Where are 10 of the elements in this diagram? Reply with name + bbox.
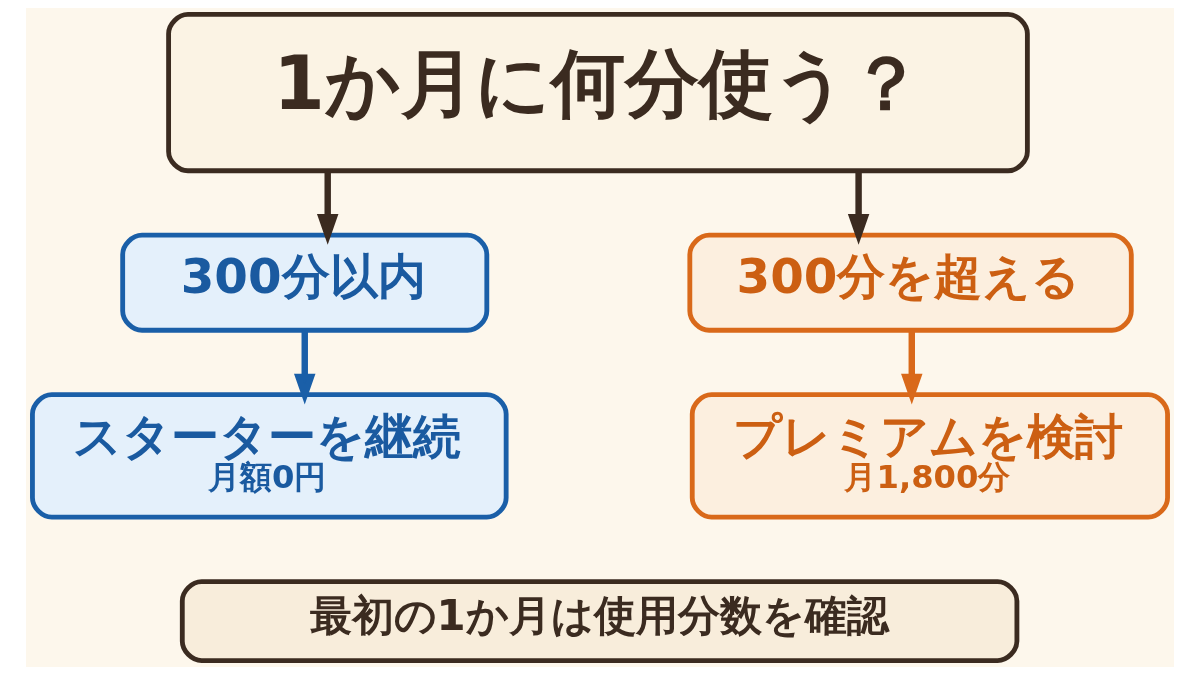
node-box: 最初の1か月は使用分数を確認 [179,579,1020,663]
arrow [847,171,870,245]
node-box: スターターを継続 月額0円 [30,392,509,520]
node-box: プレミアムを検討 月1,800分 [689,392,1170,520]
node-box: 300分を超える [687,232,1134,333]
node-box: 1か月に何分使う？ [166,12,1030,174]
arrow [294,330,316,405]
node-box: 300分以内 [120,232,490,333]
arrow [901,330,923,405]
arrow [316,171,339,245]
